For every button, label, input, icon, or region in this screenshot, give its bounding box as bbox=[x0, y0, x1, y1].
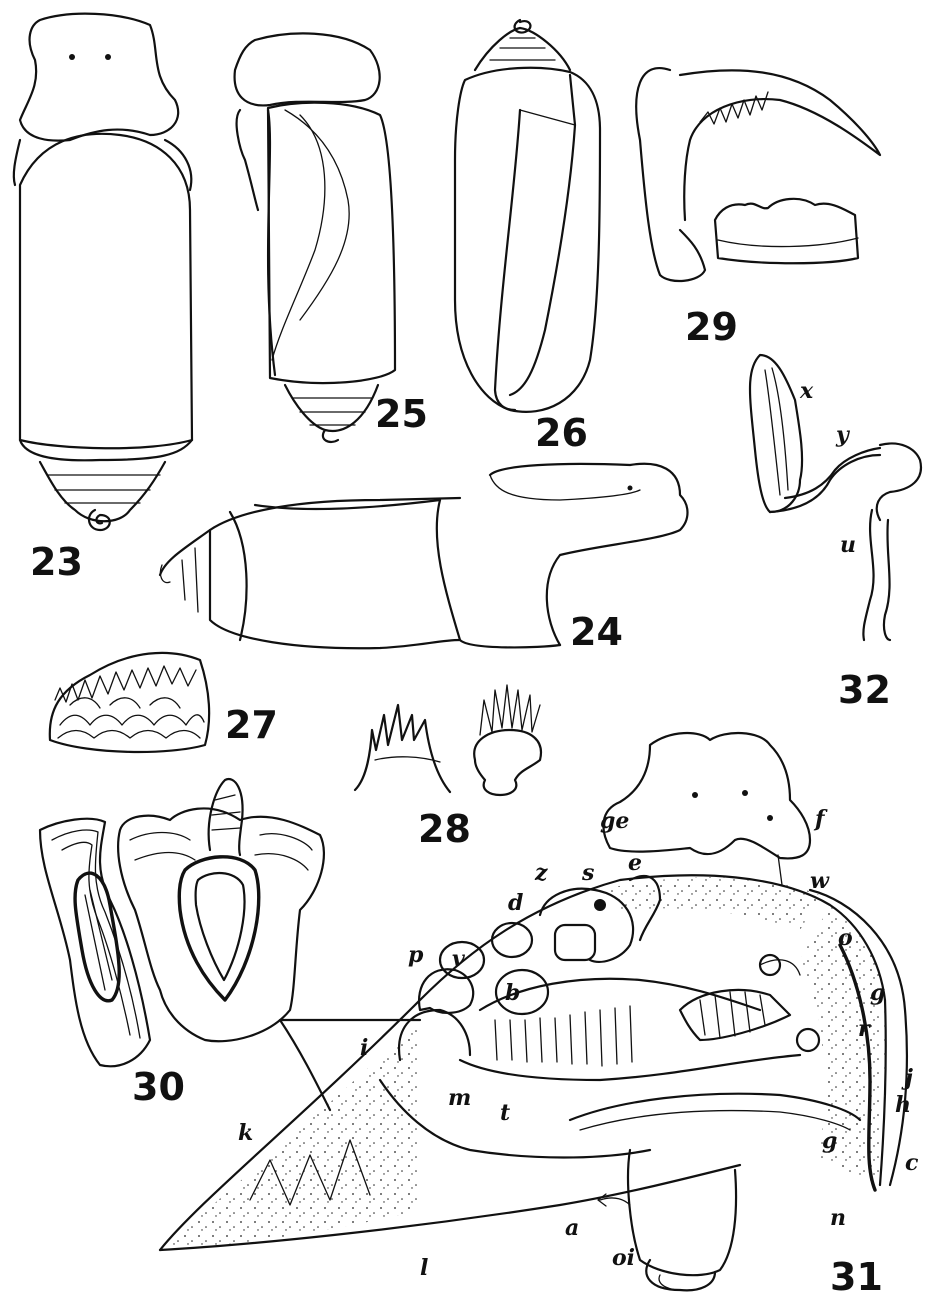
label-31-ge: ge bbox=[600, 808, 629, 834]
label-31-s: s bbox=[581, 860, 594, 886]
figure-number-32: 32 bbox=[838, 668, 891, 712]
label-31-k: k bbox=[238, 1120, 253, 1146]
label-31-o: o bbox=[838, 925, 853, 951]
label-31-j: j bbox=[901, 1065, 913, 1091]
figure-26-shell bbox=[455, 20, 600, 412]
label-31-w: w bbox=[810, 868, 830, 894]
figure-number-25: 25 bbox=[375, 392, 428, 436]
label-31-m: m bbox=[448, 1085, 471, 1111]
label-31-n: n bbox=[830, 1205, 846, 1231]
label-31-d: d bbox=[508, 890, 523, 916]
label-31-r: r bbox=[858, 1016, 871, 1042]
figure-number-29: 29 bbox=[685, 305, 738, 349]
label-31-c: c bbox=[905, 1150, 919, 1176]
figure-number-26: 26 bbox=[535, 411, 588, 455]
label-31-i: i bbox=[360, 1035, 368, 1061]
label-31-t: t bbox=[500, 1100, 510, 1126]
figure-28-teeth bbox=[355, 685, 541, 795]
figure-number-27: 27 bbox=[225, 703, 278, 747]
label-31-z: z bbox=[534, 860, 548, 886]
label-31-v: v bbox=[452, 946, 465, 972]
figure-27-spines bbox=[50, 653, 209, 752]
label-32-u: u bbox=[840, 532, 856, 558]
figure-25-shell bbox=[235, 33, 395, 442]
figure-number-31: 31 bbox=[830, 1255, 883, 1297]
figure-number-28: 28 bbox=[418, 807, 471, 851]
label-31-g-lower: g bbox=[822, 1128, 837, 1154]
figure-number-24: 24 bbox=[570, 610, 623, 654]
figure-32-organ bbox=[750, 355, 921, 640]
label-31-oi: oi bbox=[612, 1245, 635, 1271]
figure-number-23: 23 bbox=[30, 540, 83, 584]
label-31-e: e bbox=[628, 850, 642, 876]
label-32-x: x bbox=[799, 378, 814, 404]
label-31-g-upper: g bbox=[870, 980, 885, 1006]
label-31-h: h bbox=[895, 1092, 911, 1118]
figure-29-radula bbox=[636, 68, 880, 281]
label-31-a: a bbox=[565, 1215, 579, 1241]
label-32-y: y bbox=[835, 422, 851, 448]
label-31-l: l bbox=[420, 1255, 428, 1281]
label-31-b: b bbox=[505, 980, 520, 1006]
figure-number-30: 30 bbox=[132, 1065, 185, 1109]
label-31-p: p bbox=[408, 942, 424, 968]
label-31-f: f bbox=[813, 806, 828, 832]
figure-23-shell bbox=[14, 14, 192, 530]
